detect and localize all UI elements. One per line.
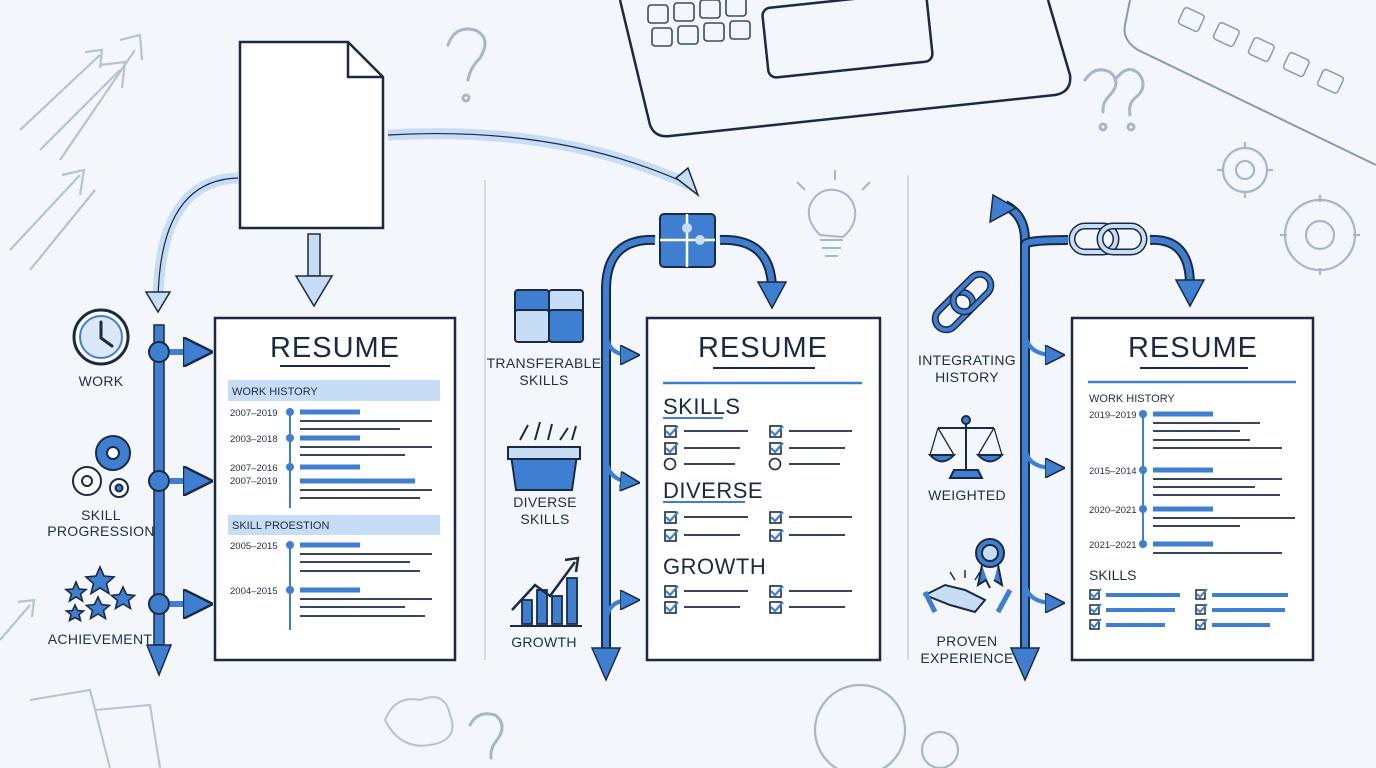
laptop-icon xyxy=(618,0,1072,138)
resume-title: RESUME xyxy=(270,332,400,364)
work-date: 2003–2018 xyxy=(230,434,278,445)
label-growth: GROWTH xyxy=(511,634,577,650)
clock-icon xyxy=(72,308,130,366)
gear-icon xyxy=(813,142,1360,768)
skill-date: 2004–2015 xyxy=(230,586,278,597)
label-work: WORK xyxy=(79,373,124,389)
question-mark-icon xyxy=(446,27,1145,760)
resume-card-1: RESUME WORK HISTORY 2007–2019 2003–2018 … xyxy=(213,316,457,662)
skill-heading: SKILL PROESTION xyxy=(232,520,329,532)
document-icon xyxy=(29,688,454,768)
puzzle-pieces-icon xyxy=(514,289,584,343)
toolbox-icon xyxy=(507,421,581,491)
work-date: 2007–2016 xyxy=(230,463,278,474)
puzzle-icon xyxy=(659,213,716,268)
work-history-heading: WORK HISTORY xyxy=(1089,393,1175,405)
gears-icon xyxy=(72,435,131,498)
work-date: 2007–2019 xyxy=(230,408,278,419)
resume-title: RESUME xyxy=(1128,332,1258,364)
growth-arrows-icon xyxy=(0,33,144,641)
scales-icon xyxy=(927,415,1005,479)
resume-card-3: RESUME WORK HISTORY 2019–2019 2015–2014 … xyxy=(1070,316,1315,662)
label-transferable: TRANSFERABLE xyxy=(487,355,602,371)
flow-line xyxy=(590,234,788,682)
chain-link-icon xyxy=(1068,222,1148,256)
work-date: 2007–2019 xyxy=(230,476,278,487)
lightbulb-icon xyxy=(796,170,871,257)
label-integrating: INTEGRATING xyxy=(918,352,1016,368)
handshake-badge-icon xyxy=(922,538,1013,614)
label-history: HISTORY xyxy=(935,369,999,385)
work-date: 2021–2021 xyxy=(1089,540,1137,551)
blank-document-icon xyxy=(238,40,385,230)
work-date: 2019–2019 xyxy=(1089,410,1137,421)
label-diverse: DIVERSE xyxy=(513,494,577,510)
section-skills: SKILLS xyxy=(663,394,741,419)
work-history-heading: WORK HISTORY xyxy=(232,386,318,398)
skill-date: 2005–2015 xyxy=(230,541,278,552)
work-date: 2015–2014 xyxy=(1089,466,1137,477)
label-skill: SKILL xyxy=(81,507,121,523)
label-proven: PROVEN xyxy=(937,633,998,649)
skills-heading: SKILLS xyxy=(1089,567,1136,583)
work-date: 2020–2021 xyxy=(1089,505,1137,516)
label-experience: EXPERIENCE xyxy=(920,650,1013,666)
flow-arrow xyxy=(307,233,321,277)
flow-line xyxy=(989,193,1206,682)
label-skills: SKILLS xyxy=(520,511,569,527)
section-diverse: DIVERSE xyxy=(663,478,763,503)
flow-arrow xyxy=(152,172,239,301)
label-weighted: WEIGHTED xyxy=(928,487,1006,503)
timeline xyxy=(145,324,198,678)
section-growth: GROWTH xyxy=(663,554,766,579)
growth-chart-icon xyxy=(510,556,582,627)
resume-card-2: RESUME SKILLS DIVERSE GROWTH xyxy=(645,316,882,662)
label-achievement: ACHIEVEMENT xyxy=(48,631,153,647)
label-progression: PROGRESSION xyxy=(47,523,155,539)
link-icon xyxy=(931,270,995,334)
label-skills: SKILLS xyxy=(519,372,568,388)
keyboard-icon xyxy=(1123,0,1376,166)
resume-title: RESUME xyxy=(698,332,828,364)
stars-icon xyxy=(63,565,137,623)
